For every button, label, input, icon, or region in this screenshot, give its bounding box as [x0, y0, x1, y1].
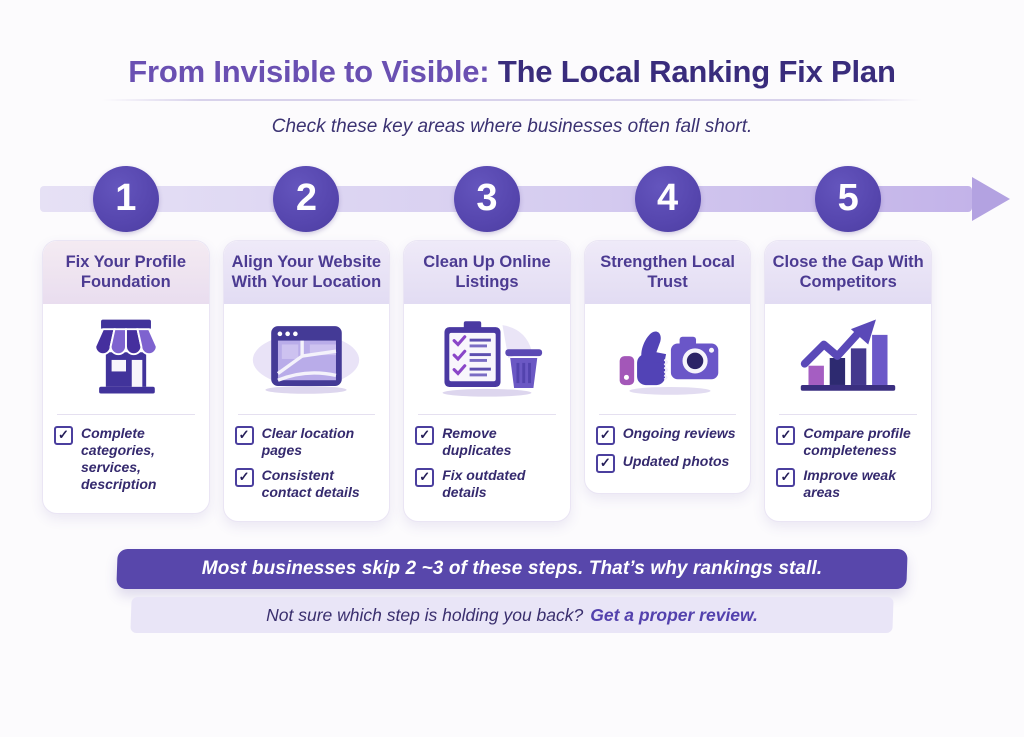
card-title: Align Your Website With Your Location	[223, 240, 390, 304]
stats-banner-message: Most businesses skip 2 ~3 of these steps…	[201, 558, 823, 580]
card-strengthen-local-trust: Strengthen Local Trust	[583, 239, 752, 494]
step-5-badge: 5	[815, 165, 882, 232]
title-divider	[102, 98, 922, 101]
card-divider	[418, 413, 556, 415]
timeline-arrow-icon	[972, 176, 1010, 221]
card-divider	[598, 413, 737, 415]
card-divider	[237, 413, 376, 415]
checkbox-checked-icon: ✓	[776, 425, 796, 445]
page-title-rest: The Local Ranking Fix Plan	[489, 54, 896, 89]
step-1-badge: 1	[92, 165, 159, 232]
bar-chart-growth-icon	[795, 317, 901, 404]
card-title: Fix Your Profile Foundation	[43, 240, 209, 304]
card-clean-up-listings: Clean Up Online Listings	[403, 239, 571, 523]
card-align-website-location: Align Your Website With Your Location	[222, 239, 391, 523]
checkbox-checked-icon: ✓	[234, 468, 254, 488]
step-2-badge: 2	[273, 165, 340, 232]
card-close-gap-competitors: Close the Gap With Competitors	[764, 239, 932, 523]
checklist-item: ✓ Improve weak areas	[776, 467, 922, 501]
checklist-item: ✓ Compare profile completeness	[776, 425, 922, 459]
checklist-item: ✓ Updated photos	[595, 453, 742, 473]
storefront-icon	[78, 317, 174, 404]
page-title-highlight: From Invisible to Visible:	[128, 54, 490, 89]
page-title: From Invisible to Visible: The Local Ran…	[32, 54, 992, 90]
page-subtitle: Check these key areas where businesses o…	[271, 115, 753, 137]
checkbox-checked-icon: ✓	[776, 468, 796, 488]
website-map-icon	[248, 317, 364, 404]
checklist-item: ✓ Clear location pages	[234, 425, 381, 459]
card-title: Close the Gap With Competitors	[765, 240, 931, 304]
thumbs-up-camera-icon	[610, 317, 726, 404]
checkbox-checked-icon: ✓	[54, 425, 73, 445]
footer-cta-bar: Not sure which step is holding you back?…	[130, 597, 894, 634]
checklist-item: ✓ Ongoing reviews	[595, 425, 742, 445]
get-review-link[interactable]: Get a proper review.	[590, 604, 758, 625]
checkbox-checked-icon: ✓	[415, 468, 435, 488]
header: From Invisible to Visible: The Local Ran…	[32, 54, 992, 138]
step-timeline: 1 2 3 4 5	[40, 164, 1010, 234]
stats-banner: Most businesses skip 2 ~3 of these steps…	[116, 549, 908, 590]
step-4-badge: 4	[634, 165, 701, 232]
checkbox-checked-icon: ✓	[234, 425, 254, 445]
checklist-item: ✓ Fix outdated details	[415, 467, 561, 501]
card-title: Strengthen Local Trust	[584, 240, 751, 304]
card-divider	[779, 413, 917, 415]
checklist-item: ✓ Complete categories, services, descrip…	[54, 425, 200, 493]
step-cards: Fix Your Profile Foundation	[42, 239, 932, 523]
card-title: Clean Up Online Listings	[404, 240, 570, 304]
card-divider	[57, 413, 195, 415]
checkbox-checked-icon: ✓	[595, 453, 615, 473]
checklist-item: ✓ Consistent contact details	[234, 467, 381, 501]
checklist-item: ✓ Remove duplicates	[415, 425, 561, 459]
clipboard-trash-icon	[429, 317, 545, 404]
checkbox-checked-icon: ✓	[595, 425, 615, 445]
checkbox-checked-icon: ✓	[415, 425, 435, 445]
step-3-badge: 3	[453, 165, 520, 232]
footer-question: Not sure which step is holding you back?	[266, 604, 584, 625]
card-fix-profile-foundation: Fix Your Profile Foundation	[42, 239, 210, 515]
